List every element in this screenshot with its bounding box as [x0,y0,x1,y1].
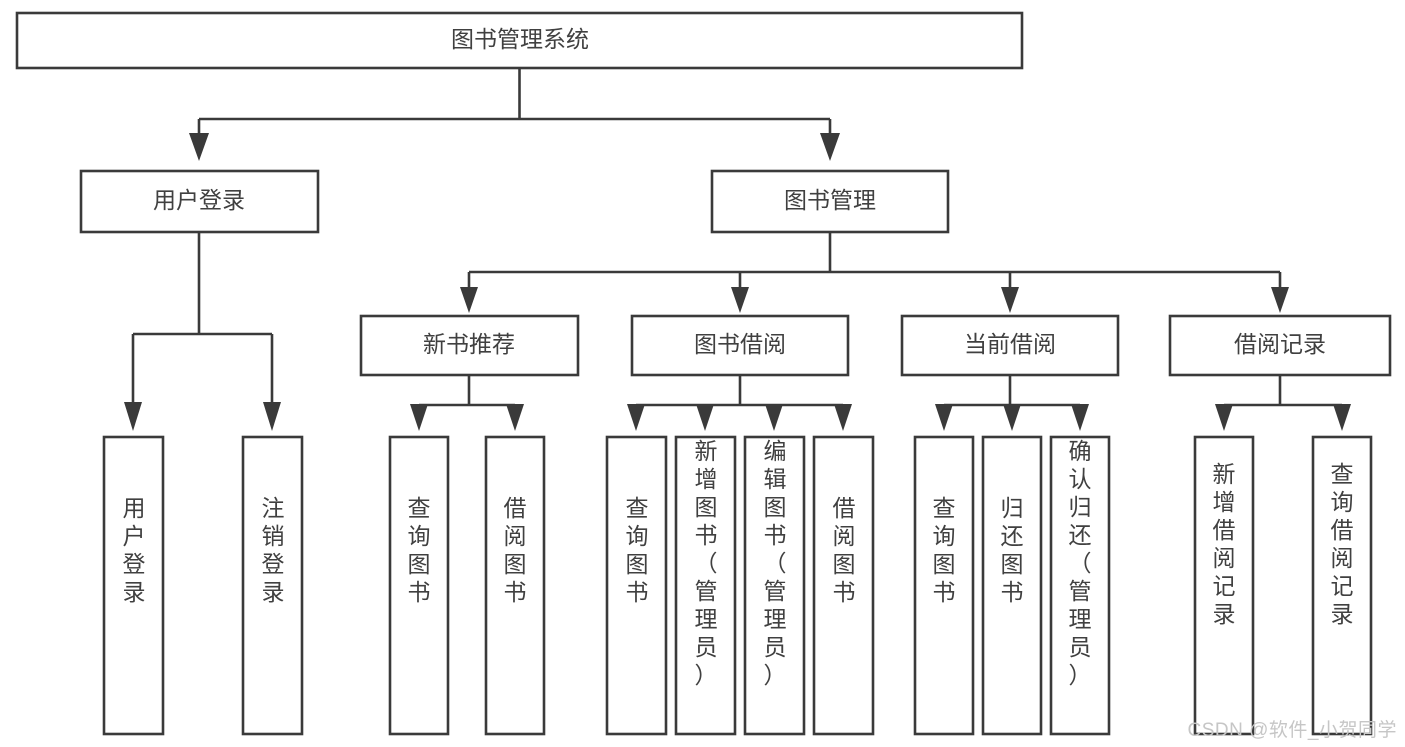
node-new-book-rec-label: 新书推荐 [423,331,515,357]
arrowhead-current-borrow [1001,287,1019,313]
node-leaf-3-box[interactable] [388,435,450,736]
node-leaf-4-box[interactable] [484,435,546,736]
node-current-borrow-box[interactable] [900,314,1120,377]
connector-group-book-borrow [627,375,852,431]
node-new-book-rec[interactable]: 新书推荐 [359,314,580,377]
node-borrow-record-label: 借阅记录 [1234,331,1326,357]
node-new-book-rec-box[interactable] [359,314,580,377]
arrowhead-leaf-5 [627,404,645,431]
node-leaf-9-label: 查询图书 [933,495,956,605]
arrowhead-new-book-rec [460,287,478,313]
arrowhead-leaf-9 [935,404,953,431]
arrowhead-user-login [189,133,209,161]
node-leaf-6-label: 新增图书（管理员） [695,438,718,688]
arrowhead-leaf-13 [1333,404,1351,431]
node-leaf-2-label: 注销登录 [262,495,285,605]
connector-group-user-login [124,232,281,431]
node-leaf-5-box[interactable] [605,435,668,736]
node-leaf-6-box[interactable] [674,435,737,736]
node-leaf-9-box[interactable] [913,435,975,736]
arrowhead-leaf-8 [834,404,852,431]
node-root-label: 图书管理系统 [451,26,589,52]
node-leaf-11-box[interactable] [1049,435,1111,736]
node-current-borrow-label: 当前借阅 [964,331,1056,357]
node-leaf-4[interactable]: 借阅图书 [484,435,546,736]
connector-group-book-manage [460,232,1289,313]
node-leaf-8-box[interactable] [812,435,875,736]
node-leaf-2-box[interactable] [241,435,304,736]
node-book-manage[interactable]: 图书管理 [710,169,950,234]
arrowhead-leaf-3 [410,404,428,431]
node-leaf-12-label: 新增借阅记录 [1213,461,1236,627]
node-leaf-12-box[interactable] [1193,435,1255,736]
node-leaf-13-box[interactable] [1311,435,1373,736]
node-leaf-5[interactable]: 查询图书 [605,435,668,736]
arrowhead-leaf-1 [124,402,142,431]
node-book-manage-box[interactable] [710,169,950,234]
node-current-borrow[interactable]: 当前借阅 [900,314,1120,377]
arrowhead-leaf-2 [263,402,281,431]
node-book-borrow[interactable]: 图书借阅 [630,314,850,377]
node-leaf-7-label: 编辑图书（管理员） [764,438,787,688]
arrowhead-book-borrow [731,287,749,313]
connector-group-new-book-rec [410,375,524,431]
node-leaf-11-label: 确认归还（管理员） [1069,438,1092,688]
arrowhead-borrow-record [1271,287,1289,313]
node-leaf-9[interactable]: 查询图书 [913,435,975,736]
node-book-manage-label: 图书管理 [784,187,876,213]
connector-group-root [189,68,840,161]
node-leaf-1-label: 用户登录 [123,495,146,605]
node-root-box[interactable] [15,11,1024,70]
node-leaf-1-box[interactable] [102,435,165,736]
arrowhead-leaf-6 [696,404,714,431]
node-leaf-7-box[interactable] [743,435,806,736]
node-book-borrow-label: 图书借阅 [694,331,786,357]
node-leaf-6[interactable]: 新增图书（管理员） [674,435,737,736]
connector-group-current-borrow [935,375,1089,431]
connector-group-borrow-record [1215,375,1351,431]
node-leaf-3[interactable]: 查询图书 [388,435,450,736]
node-root[interactable]: 图书管理系统 [15,11,1024,70]
arrowhead-book-manage [820,133,840,161]
node-borrow-record-box[interactable] [1168,314,1392,377]
arrowhead-leaf-10 [1003,404,1021,431]
node-leaf-12[interactable]: 新增借阅记录 [1193,435,1255,736]
arrowhead-leaf-11 [1071,404,1089,431]
node-borrow-record[interactable]: 借阅记录 [1168,314,1392,377]
node-leaf-2[interactable]: 注销登录 [241,435,304,736]
node-leaf-3-label: 查询图书 [408,495,431,605]
node-book-borrow-box[interactable] [630,314,850,377]
node-leaf-10[interactable]: 归还图书 [981,435,1043,736]
node-leaf-10-label: 归还图书 [1001,495,1024,605]
node-leaf-11[interactable]: 确认归还（管理员） [1049,435,1111,736]
node-leaf-8-label: 借阅图书 [833,495,856,605]
arrowhead-leaf-4 [506,404,524,431]
node-leaf-10-box[interactable] [981,435,1043,736]
node-user-login-box[interactable] [79,169,320,234]
node-leaf-13-label: 查询借阅记录 [1331,461,1354,627]
node-leaf-5-label: 查询图书 [626,495,649,605]
arrowhead-leaf-7 [765,404,783,431]
node-leaf-7[interactable]: 编辑图书（管理员） [743,435,806,736]
node-user-login[interactable]: 用户登录 [79,169,320,234]
node-leaf-1[interactable]: 用户登录 [102,435,165,736]
csdn-watermark: CSDN @软件_小贺同学 [1187,720,1397,741]
node-leaf-4-label: 借阅图书 [504,495,527,605]
node-leaf-8[interactable]: 借阅图书 [812,435,875,736]
node-user-login-label: 用户登录 [153,187,245,213]
node-leaf-13[interactable]: 查询借阅记录 [1311,435,1373,736]
arrowhead-leaf-12 [1215,404,1233,431]
